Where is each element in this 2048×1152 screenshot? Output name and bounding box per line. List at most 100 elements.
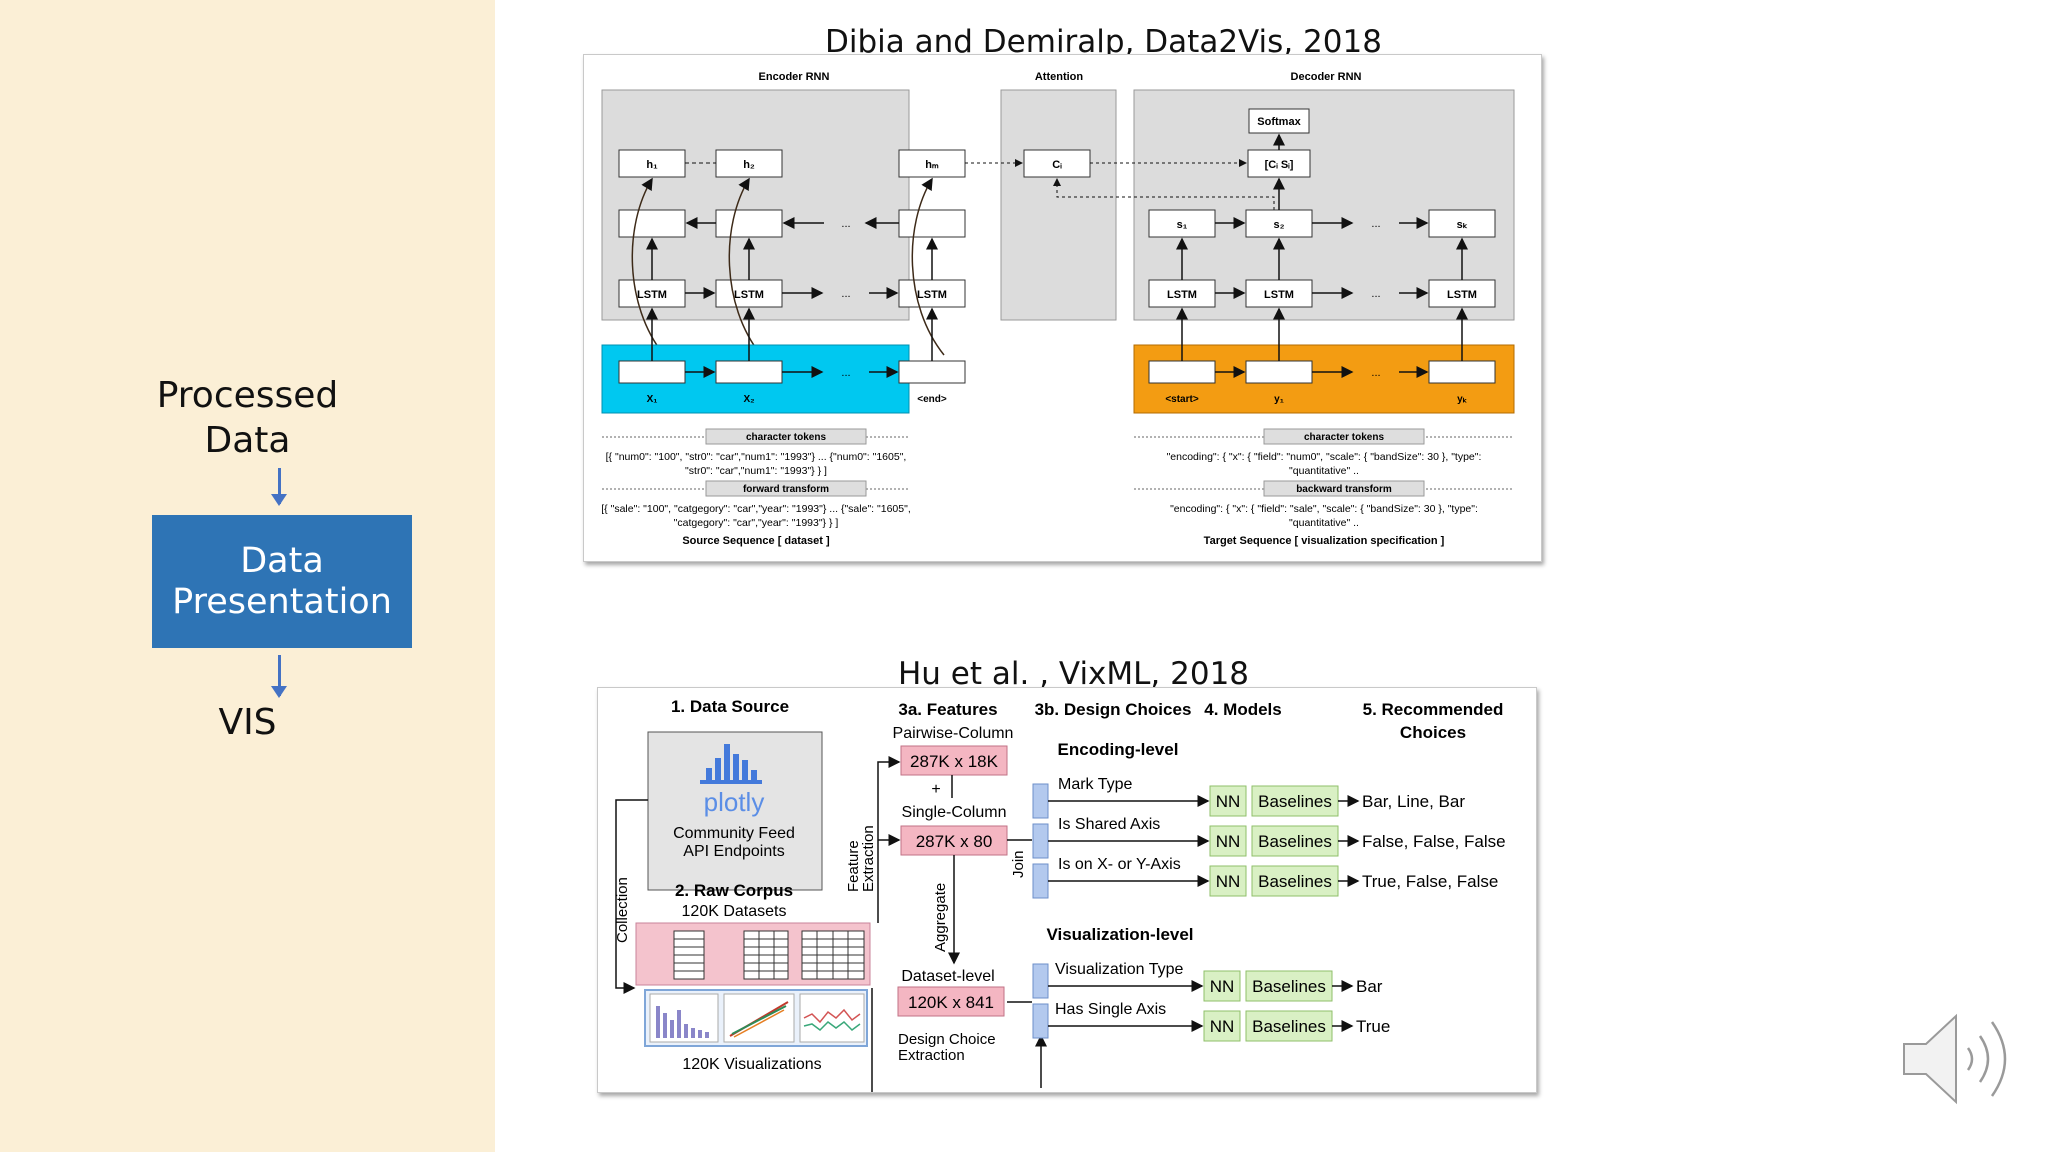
tag-box (1263, 428, 1425, 445)
y-cell (1148, 360, 1216, 384)
sidebar-panel: Processed Data Data Presentation VIS (0, 0, 495, 1152)
yk-label: yₖ (1457, 394, 1468, 405)
tgt-line4: "quantitative" .. (1289, 517, 1359, 529)
ellipsis: ... (841, 218, 850, 230)
cs-label: [Cᵢ Sᵢ] (1265, 159, 1294, 171)
fig2-caption: Hu et al. , VixML, 2018 (898, 656, 1250, 692)
x2-label: X₂ (743, 394, 754, 405)
single-dim: 287K x 80 (916, 832, 993, 851)
char-tokens-tag: character tokens (1304, 432, 1384, 443)
arrow-down-icon (271, 468, 287, 506)
processed-label-line2: Data (204, 420, 291, 461)
c-label: Cᵢ (1052, 159, 1062, 171)
ellipsis: ... (841, 367, 850, 379)
data2vis-figure: Encoder RNN Attention Decoder RNN h₁ h₂ … (583, 54, 1542, 562)
nn-label: NN (1210, 1017, 1235, 1036)
enc-lstm-cell (898, 279, 966, 308)
community-feed-label: Community Feed (673, 825, 795, 842)
h2-label: h₂ (743, 159, 755, 171)
model-row: NN Baselines (1203, 970, 1333, 1002)
src-line3: [{ "sale": "100", "catgegory": "car","ye… (601, 503, 910, 515)
feature-arrow (877, 756, 901, 923)
vis-label: VIS (218, 702, 277, 743)
enc-hidden-cell (618, 209, 686, 238)
lstm-label: LSTM (917, 289, 947, 301)
model-row: NN Baselines (1203, 1010, 1333, 1042)
feature-extraction-line1: Feature (845, 840, 862, 892)
result-vis-type: Bar (1356, 977, 1383, 996)
s-cell (1428, 209, 1496, 238)
model-row: NN Baselines (1209, 825, 1339, 857)
c-cell (1023, 149, 1091, 178)
enc-lstm-cell (715, 279, 783, 308)
collection-label: Collection (614, 877, 631, 943)
tgt-line3: "encoding": { "x": { "field": "sale", "s… (1170, 503, 1478, 515)
s1-label: s₁ (1177, 219, 1188, 231)
arrow-down-icon (271, 655, 287, 698)
vizml-diagram: 1. Data Source 3a. Features 3b. Design C… (614, 697, 1506, 1092)
enc-lstm-cell (618, 279, 686, 308)
tag-box (705, 480, 867, 497)
single-features-box (900, 825, 1008, 856)
result-single-axis: True (1356, 1017, 1390, 1036)
aggregate-label: Aggregate (932, 883, 949, 952)
tgt-line2: "quantitative" .. (1289, 465, 1359, 477)
lstm-label: LSTM (1447, 289, 1477, 301)
design-choice-line1: Design Choice (898, 1031, 996, 1048)
data2vis-diagram: Encoder RNN Attention Decoder RNN h₁ h₂ … (601, 71, 1515, 547)
box-label-line2: Presentation (172, 581, 392, 622)
processed-label-line1: Processed (156, 375, 339, 416)
datasets-label: 120K Datasets (682, 903, 787, 920)
plotly-logo-icon (700, 744, 762, 784)
baselines-label: Baselines (1258, 872, 1332, 891)
lstm-label: LSTM (637, 289, 667, 301)
softmax-cell (1248, 108, 1310, 134)
header-features: 3a. Features (898, 700, 997, 719)
baselines-label: Baselines (1252, 977, 1326, 996)
bar-chart-thumbnail-icon (649, 993, 719, 1043)
s-cell (1148, 209, 1216, 238)
result-shared-axis: False, False, False (1362, 832, 1506, 851)
lstm-label: LSTM (1167, 289, 1197, 301)
ellipsis: ... (1371, 218, 1380, 230)
encoder-title: Encoder RNN (759, 71, 830, 83)
curve-arrow (631, 177, 665, 356)
vizml-figure: 1. Data Source 3a. Features 3b. Design C… (597, 687, 1537, 1093)
h1-cell (618, 149, 686, 178)
result-xy-axis: True, False, False (1362, 872, 1498, 891)
backward-transform-tag: backward transform (1296, 484, 1392, 495)
model-row: NN Baselines (1209, 865, 1339, 897)
curve-arrow (911, 177, 945, 356)
s2-label: s₂ (1273, 219, 1284, 231)
join-label: Join (1010, 850, 1027, 878)
dec-lstm-cell (1428, 279, 1496, 308)
dataset-dim: 120K x 841 (908, 993, 994, 1012)
cs-cell (1247, 149, 1311, 178)
feature-bar (1032, 823, 1049, 859)
choice-vis-type: Visualization Type (1055, 961, 1183, 978)
collection-arrow (615, 799, 648, 994)
feedback-arrow (1053, 178, 1275, 210)
src-line4: "catgegory": "car","year": "1993"} } ] (674, 517, 839, 529)
single-label: Single-Column (902, 804, 1007, 821)
visualization-level-label: Visualization-level (1046, 925, 1193, 944)
feature-bar (1032, 783, 1049, 819)
baselines-label: Baselines (1258, 792, 1332, 811)
hm-label: hₘ (925, 159, 939, 171)
table-icon (673, 930, 705, 980)
pairwise-features-box (900, 745, 1008, 776)
s-cell (1245, 209, 1313, 238)
choice-mark-type: Mark Type (1058, 776, 1133, 793)
y-cell (1245, 360, 1313, 384)
src-line2: "str0": "car","num1": "1993"} } ] (685, 465, 827, 477)
speaker-icon[interactable] (1900, 1008, 2030, 1110)
encoding-level-label: Encoding-level (1058, 740, 1179, 759)
hm-cell (898, 149, 966, 178)
raw-corpus-label: 2. Raw Corpus (675, 881, 793, 900)
choice-xy-axis: Is on X- or Y-Axis (1058, 856, 1181, 873)
nn-label: NN (1210, 977, 1235, 996)
dec-lstm-cell (1245, 279, 1313, 308)
header-recommended-line1: 5. Recommended (1363, 700, 1504, 719)
api-endpoints-label: API Endpoints (683, 843, 784, 860)
feature-bar (1032, 863, 1049, 899)
